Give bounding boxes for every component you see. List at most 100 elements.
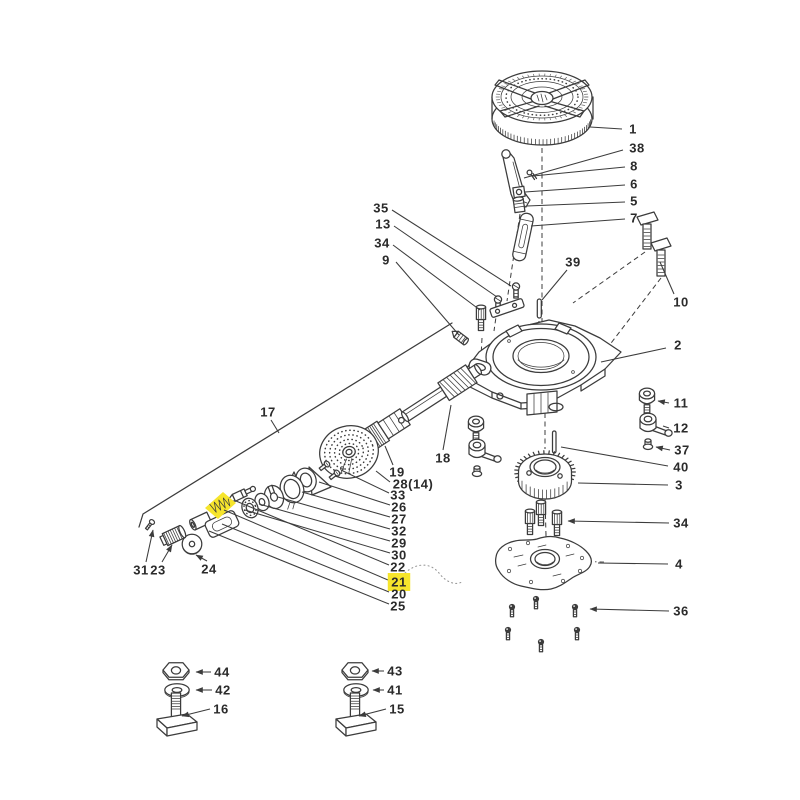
part-label-p12: 12 bbox=[673, 421, 688, 436]
part-label-p44: 44 bbox=[214, 665, 230, 680]
part-taper-pin-39 bbox=[536, 298, 542, 319]
part-label-p41: 41 bbox=[387, 683, 402, 698]
leader-p3 bbox=[577, 482, 669, 486]
part-cap-screws-34-right bbox=[524, 499, 563, 537]
label-highlights bbox=[387, 573, 411, 591]
part-label-p27: 27 bbox=[391, 512, 406, 527]
part-label-p2: 2 bbox=[674, 338, 682, 353]
part-label-p34r: 34 bbox=[673, 516, 689, 531]
part-set-screw-9 bbox=[451, 330, 470, 346]
part-label-p13: 13 bbox=[375, 217, 390, 232]
part-label-p33: 33 bbox=[390, 488, 405, 503]
part-label-p21: 21 bbox=[391, 575, 406, 590]
leader-p29 bbox=[258, 503, 391, 542]
part-label-p1: 1 bbox=[629, 122, 637, 137]
leader-p25 bbox=[208, 530, 390, 605]
leader-p9 bbox=[395, 261, 460, 336]
part-square-nut-6 bbox=[512, 185, 526, 199]
leader-p37 bbox=[655, 445, 671, 452]
part-label-p35: 35 bbox=[373, 201, 388, 216]
part-label-p15: 15 bbox=[389, 702, 404, 717]
part-label-p18: 18 bbox=[435, 451, 450, 466]
leader-p34l bbox=[392, 244, 481, 311]
leader-p7 bbox=[530, 218, 626, 227]
leader-p11 bbox=[657, 399, 670, 406]
leader-p22 bbox=[235, 500, 390, 566]
part-cap-screw-11-left bbox=[467, 415, 485, 443]
leader-p35 bbox=[391, 209, 512, 287]
part-label-p16: 16 bbox=[213, 702, 228, 717]
part-label-p7: 7 bbox=[630, 211, 638, 226]
part-worm-gear-3 bbox=[514, 450, 576, 500]
leader-p33 bbox=[340, 469, 390, 494]
part-label-p40: 40 bbox=[673, 460, 688, 475]
leader-p12 bbox=[662, 425, 670, 429]
axis-line bbox=[138, 322, 453, 528]
leader-p6 bbox=[524, 184, 626, 193]
part-label-p8: 8 bbox=[630, 159, 638, 174]
part-label-p39: 39 bbox=[565, 255, 580, 270]
part-screws-36 bbox=[504, 595, 581, 653]
part-label-p30: 30 bbox=[391, 548, 406, 563]
leader-p34r bbox=[567, 518, 670, 524]
part-label-p5: 5 bbox=[630, 194, 638, 209]
part-label-p37: 37 bbox=[674, 443, 689, 458]
part-main-body bbox=[465, 319, 622, 416]
part-label-p24: 24 bbox=[201, 562, 217, 577]
leader-p23 bbox=[161, 544, 173, 563]
part-screw-37-left bbox=[471, 465, 483, 478]
part-hex-nut-43 bbox=[341, 662, 369, 681]
leader-p32 bbox=[277, 496, 391, 530]
part-label-p38: 38 bbox=[629, 141, 644, 156]
leader-lines bbox=[145, 126, 675, 718]
leader-p17 bbox=[270, 419, 280, 434]
part-bushing-5 bbox=[512, 196, 526, 214]
part-label-p20: 20 bbox=[391, 587, 406, 602]
part-label-p32: 32 bbox=[391, 524, 406, 539]
part-label-p11: 11 bbox=[674, 396, 689, 411]
leader-p19 bbox=[384, 445, 394, 466]
part-dowel-pin-40 bbox=[551, 430, 557, 454]
leader-p16 bbox=[181, 708, 211, 718]
part-hex-nut-44 bbox=[162, 662, 190, 681]
part-label-p10: 10 bbox=[673, 295, 688, 310]
part-crank-12-left bbox=[468, 438, 502, 463]
part-detent-spring-21 bbox=[209, 497, 231, 513]
part-plate-screws-33 bbox=[318, 460, 341, 481]
part-screw-37 bbox=[642, 438, 654, 451]
leader-p36 bbox=[589, 606, 670, 613]
part-label-p28: 28(14) bbox=[393, 477, 434, 492]
leader-p18 bbox=[442, 404, 452, 451]
part-label-p42: 42 bbox=[215, 683, 230, 698]
part-base-plate-4 bbox=[495, 535, 592, 591]
label-highlight-p21 bbox=[387, 573, 411, 591]
part-cap-screw-11 bbox=[638, 387, 656, 415]
part-label-p23: 23 bbox=[150, 563, 165, 578]
part-label-p43: 43 bbox=[387, 664, 402, 679]
stray-dotted-arc bbox=[404, 564, 463, 584]
leader-p27 bbox=[301, 491, 391, 518]
part-label-p9: 9 bbox=[382, 253, 390, 268]
leader-p1 bbox=[589, 126, 623, 130]
leader-p21 bbox=[223, 509, 389, 581]
leader-p5 bbox=[526, 201, 626, 207]
part-index-plate-28 bbox=[319, 425, 379, 479]
part-label-p3: 3 bbox=[675, 478, 683, 493]
part-screw-13a bbox=[511, 282, 521, 299]
leader-p28 bbox=[375, 470, 391, 483]
part-label-p6: 6 bbox=[630, 177, 638, 192]
part-label-p26: 26 bbox=[391, 500, 406, 515]
leader-p10 bbox=[659, 261, 675, 295]
part-label-p22: 22 bbox=[390, 560, 405, 575]
leader-p40 bbox=[560, 446, 669, 467]
part-label-p29: 29 bbox=[391, 536, 406, 551]
part-label-p31: 31 bbox=[133, 563, 148, 578]
part-screw-31 bbox=[144, 519, 156, 531]
part-label-p17: 17 bbox=[260, 405, 275, 420]
leader-p31 bbox=[145, 529, 155, 563]
part-sleeve-25 bbox=[189, 511, 213, 531]
leader-p24 bbox=[195, 554, 208, 562]
part-t-bolts-10 bbox=[636, 211, 672, 277]
